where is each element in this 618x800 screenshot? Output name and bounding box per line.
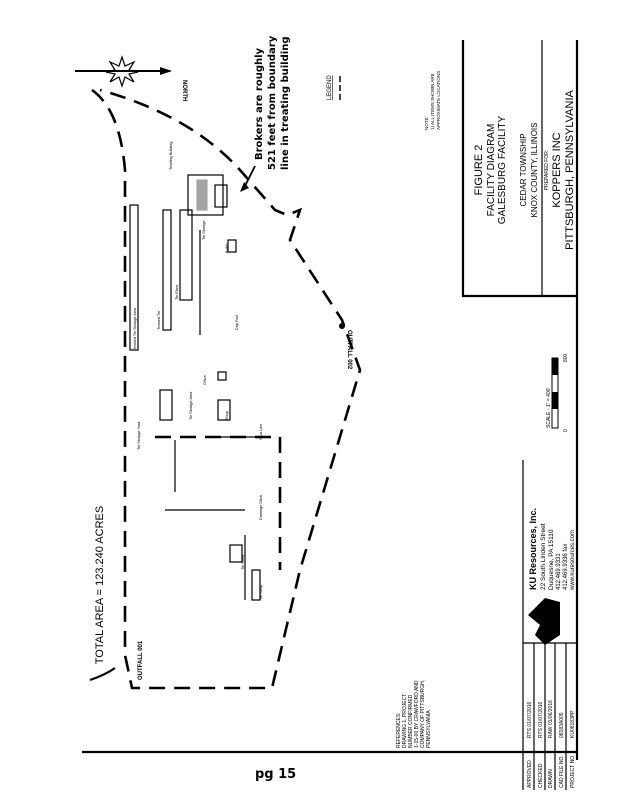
reference-line: 1-15-00 BY CRAWFORD AND [414, 680, 420, 748]
company-fax: 412.469.9336 fax [563, 544, 569, 590]
map-label: Boiler [225, 243, 229, 253]
total-area-label: TOTAL AREA = 123.240 ACRES [94, 506, 106, 664]
figure-title-1: FACILITY DIAGRAM [486, 124, 497, 217]
handwritten-note: Brokers are roughly 521 feet from bounda… [240, 35, 291, 192]
location-1: CEDAR TOWNSHIP [519, 133, 528, 206]
scale-end: 800 [563, 353, 569, 362]
approval-row-label: DRAWN [548, 769, 554, 788]
approval-row-value: KU08183PP [570, 710, 576, 738]
scale-label: SCALE - 1" = 400' [546, 388, 552, 428]
company-address-1: 22 South Linden Street [540, 523, 547, 590]
company-web: www.kuresources.com [570, 530, 576, 591]
reference-line: REFERENCES: [396, 712, 402, 748]
map-label: Tie Storage Area [189, 391, 193, 420]
approval-row-value: 08183A005 [559, 712, 565, 738]
map-label: Spur Line [259, 424, 263, 440]
map-label: Office [203, 375, 207, 385]
legend-title: LEGEND [327, 75, 333, 100]
outfall-001-pipe [89, 667, 116, 682]
approval-row-label: PROJECT NO. [570, 754, 576, 788]
note-line: APPROXIMATE LOCATIONS [436, 71, 441, 130]
approval-row-value: RTS 01/07/2016 [538, 701, 544, 738]
map-label: Tie Storage Yard [137, 422, 141, 450]
approval-row-label: CAD FILE NO. [559, 755, 565, 788]
north-label: NORTH [181, 80, 187, 101]
company-phone: 412.469.9331 [556, 553, 562, 590]
approval-row-value: RTS 01/07/2016 [527, 701, 533, 738]
figure-number: FIGURE 2 [473, 145, 485, 196]
approval-row-label: APPROVED [527, 760, 533, 788]
company-block: KU Resources, Inc. 22 South Linden Stree… [522, 460, 577, 790]
note-line: 1) ALL ITEMS SHOWN ARE [430, 73, 435, 130]
figure-title-2: GALESBURG FACILITY [497, 115, 508, 224]
map-label: Shop [225, 411, 229, 420]
map-label: Tie Shop [259, 585, 263, 600]
prepared-for: PREPARED FOR: [544, 150, 550, 190]
scale-bar: SCALE - 1" = 400' 0 800 [546, 353, 569, 432]
company-name: KU Resources, Inc. [528, 508, 538, 590]
approval-row-label: CHECKED [538, 763, 544, 788]
outfall-001-label: OUTFALL 001 [138, 640, 144, 680]
facility-buildings [129, 174, 270, 601]
inner-boundary [155, 435, 282, 570]
map-label: Treating Building [169, 142, 173, 170]
location-2: KNOX COUNTY, ILLINOIS [530, 123, 539, 218]
map-label: Treated Tie Storage Area [133, 307, 137, 350]
outfall-002-label: OUTFALL 002 [346, 330, 352, 370]
handwritten-line-3: line in treating building [280, 37, 291, 170]
title-block: FIGURE 2 FACILITY DIAGRAM GALESBURG FACI… [461, 40, 577, 298]
reference-line: PENNSYLVANIA [426, 710, 432, 748]
map-label: Drainage Ditch [259, 495, 263, 520]
handwritten-line-2: 521 feet from boundary [267, 35, 278, 170]
reference-line: NUMBER CONFIRMED [408, 694, 414, 748]
map-label: Tie Storage [202, 221, 206, 241]
approval-row-value: RAW 01/06/2016 [548, 700, 554, 738]
page-number-handwritten: pg 15 [255, 767, 296, 782]
company-logo [528, 598, 560, 645]
handwritten-line-1: Brokers are roughly [254, 47, 265, 160]
client-city: PITTSBURGH, PENNSYLVANIA [564, 89, 576, 249]
reference-line: DRAWING 1, PROJECT [402, 694, 408, 748]
company-address-2: Duquesne, PA 15110 [548, 529, 555, 590]
scale-start: 0 [563, 429, 569, 432]
map-label: Tie Plant [175, 284, 179, 300]
map-label: Drip Pad [235, 315, 239, 330]
outfall-002-marker [339, 323, 345, 329]
reference-line: COMPANY OF PITTSBURGH, [420, 680, 426, 748]
north-arrow-icon [75, 55, 172, 88]
map-label: Tie Shed [241, 555, 245, 570]
property-boundary [91, 88, 362, 690]
client-name: KOPPERS INC [551, 132, 563, 207]
map-label: Treated Tie [157, 311, 161, 330]
note-line: NOTE: [424, 116, 429, 130]
